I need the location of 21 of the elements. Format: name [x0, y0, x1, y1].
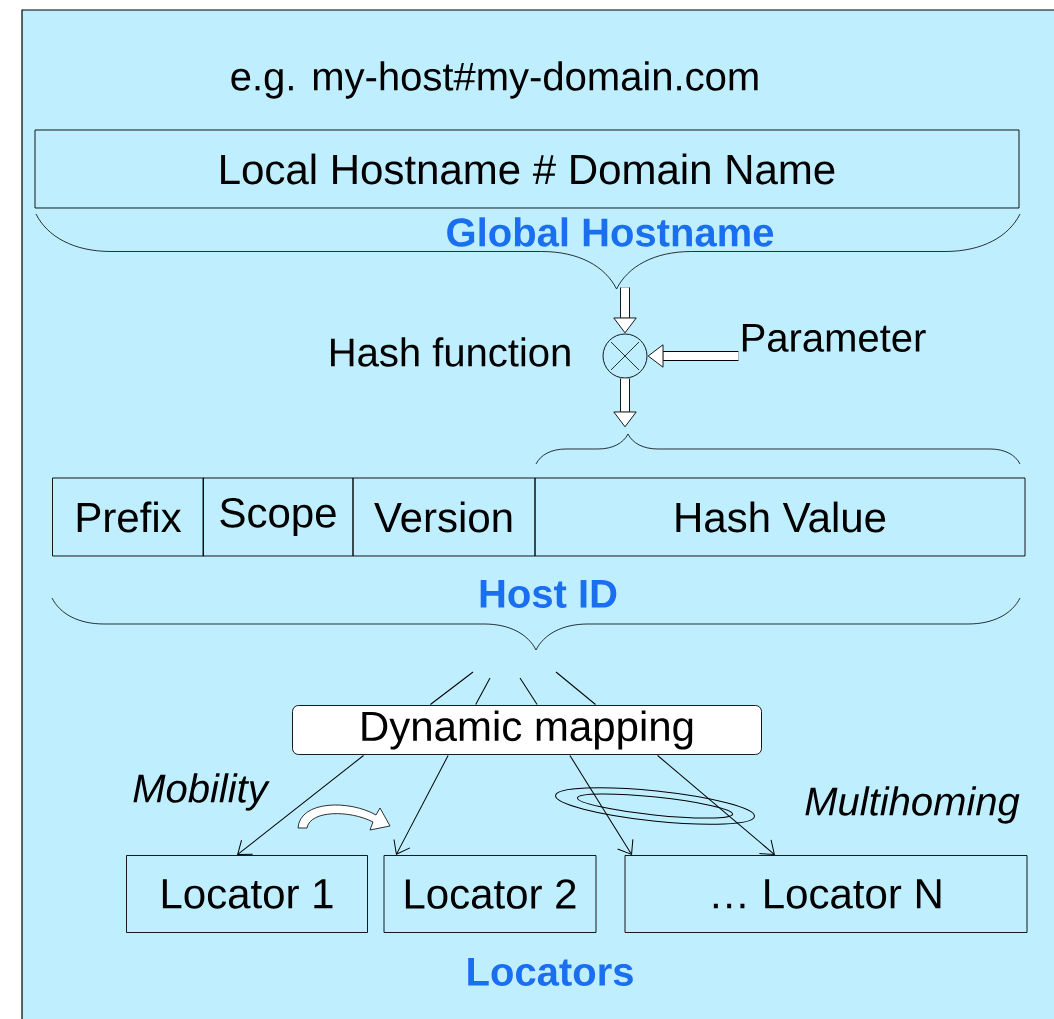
field-box: Local Hostname # Domain Name — [34, 129, 1020, 209]
annotation: Mobility — [133, 773, 270, 811]
operator-label: Hash function — [331, 337, 570, 367]
field-box: Prefix — [52, 477, 204, 557]
field-box: Locator 1 — [126, 855, 368, 933]
field-box: Scope — [202, 477, 354, 557]
heading: Locators — [468, 958, 633, 986]
field-box: … Locator N — [624, 855, 1028, 933]
arrow — [393, 755, 449, 855]
field-box: Version — [352, 477, 536, 557]
parameter-text: Parameter — [742, 324, 926, 352]
annotation: Multihoming — [805, 786, 1020, 824]
operator-circle — [602, 333, 648, 379]
field-box: Hash Value — [534, 477, 1026, 557]
arrow — [237, 755, 364, 856]
heading: Global Hostname — [447, 217, 774, 247]
arrow — [657, 755, 775, 855]
arrow — [569, 755, 634, 855]
heading: Host ID — [480, 580, 617, 608]
mapping-box: Dynamic mapping — [292, 705, 762, 755]
field-box: Locator 2 — [383, 855, 597, 933]
